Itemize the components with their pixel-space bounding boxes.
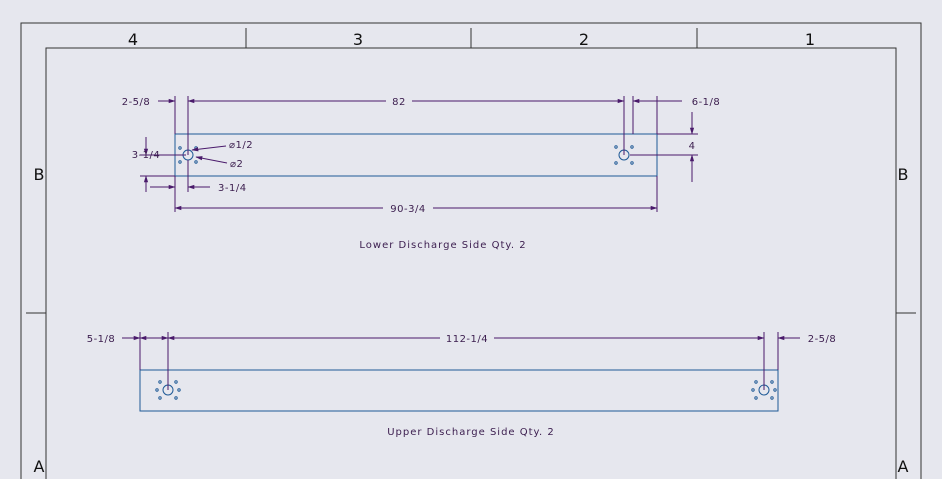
dim-112-1-4: 112-1/4 xyxy=(446,334,488,345)
dim-dia-1-2: ⌀1/2 xyxy=(229,140,253,151)
upper-dimensions: 5-1/8 112-1/4 2-5/8 Upper Discharge Side… xyxy=(87,332,837,438)
zone-label-b-left: B xyxy=(34,165,45,184)
zone-label-2: 2 xyxy=(579,30,589,49)
zone-label-b-right: B xyxy=(898,165,909,184)
zone-label-1: 1 xyxy=(805,30,815,49)
dim-5-1-8: 5-1/8 xyxy=(87,334,116,345)
zone-label-a-right: A xyxy=(898,457,909,476)
zone-label-4: 4 xyxy=(128,30,138,49)
dim-3-1-4-offset: 3-1/4 xyxy=(218,183,247,194)
lower-part-caption: Lower Discharge Side Qty. 2 xyxy=(359,240,526,251)
upper-part-outline xyxy=(139,369,779,412)
zone-label-3: 3 xyxy=(353,30,363,49)
upper-part-caption: Upper Discharge Side Qty. 2 xyxy=(387,427,555,438)
lower-dimensions: 2-5/8 82 6-1/8 3-1/4 4 3-1/4 90-3/4 ⌀1/2… xyxy=(122,96,721,251)
dim-2-5-8-lower: 2-5/8 xyxy=(122,97,151,108)
dim-3-1-4-height: 3-1/4 xyxy=(132,150,161,161)
dim-90-3-4: 90-3/4 xyxy=(390,204,425,215)
dim-dia-2: ⌀2 xyxy=(230,159,243,170)
dim-4: 4 xyxy=(689,141,696,152)
drawing-border xyxy=(20,22,922,479)
dim-6-1-8: 6-1/8 xyxy=(692,97,721,108)
zone-label-a-left: A xyxy=(34,457,45,476)
upper-part-view xyxy=(139,369,779,412)
dim-2-5-8-upper: 2-5/8 xyxy=(808,334,837,345)
dim-82: 82 xyxy=(392,97,406,108)
